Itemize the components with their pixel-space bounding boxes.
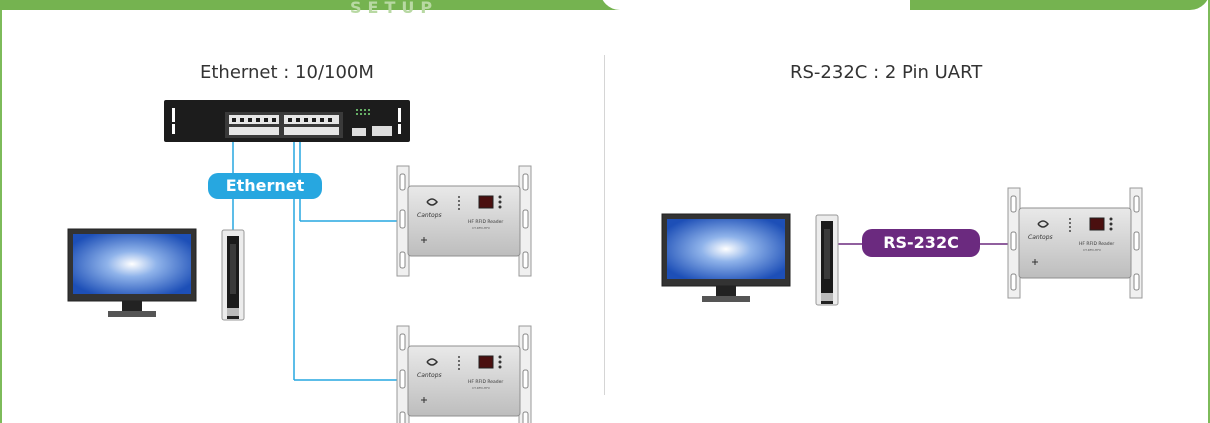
reader-1 — [396, 165, 532, 277]
left-pc-tower — [221, 229, 245, 321]
ethernet-label: Ethernet — [208, 173, 322, 199]
section-divider — [604, 55, 605, 395]
reader-3 — [1007, 187, 1143, 299]
rs232-heading: RS-232C : 2 Pin UART — [790, 62, 983, 83]
right-monitor — [661, 213, 791, 303]
rs232-label: RS-232C — [862, 229, 980, 257]
top-banner — [0, 0, 1210, 10]
banner-title: SETUP — [350, 0, 439, 17]
ethernet-heading: Ethernet : 10/100M — [200, 62, 374, 83]
left-monitor — [67, 228, 197, 318]
reader-2 — [396, 325, 532, 423]
right-pc-tower — [815, 214, 839, 306]
network-switch — [164, 100, 410, 142]
